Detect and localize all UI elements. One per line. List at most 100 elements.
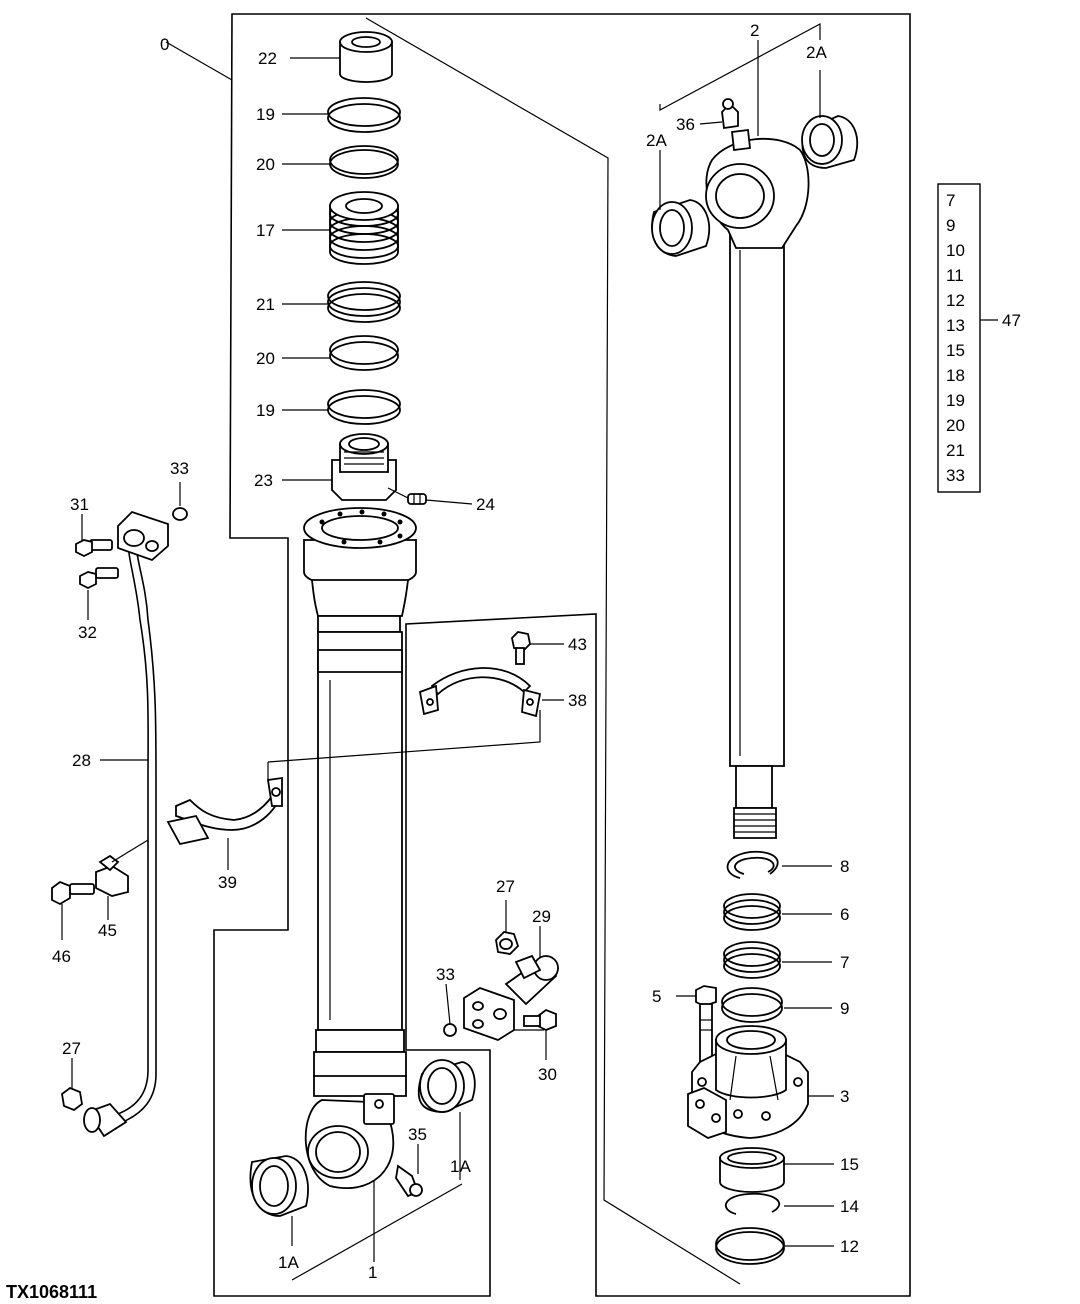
callout-2A: 2A [806,43,827,62]
part-2A-bushing-right [801,115,859,169]
part-14-snap-ring [725,1192,834,1215]
seal-kit-box [937,183,998,493]
part-6-seal [723,893,832,931]
part-36-grease-fitting [699,98,739,130]
part-2-rod [705,40,810,839]
callout-32: 32 [78,623,97,642]
callout-19: 19 [256,105,275,124]
part-32-bolt [79,567,119,620]
callout-2: 2 [750,21,759,40]
part-3-rod-cover [687,1025,834,1139]
callout-46: 46 [52,947,71,966]
part-39-clamp [166,710,541,870]
callout-33: 33 [170,459,189,478]
callout-9: 9 [840,999,849,1018]
seal-kit-item: 19 [946,391,965,410]
seal-kit-item: 11 [946,266,964,285]
callout-27: 27 [62,1039,81,1058]
callout-14: 14 [840,1197,859,1216]
rod-assembly-leader [365,17,741,1285]
callout-21: 21 [256,295,275,314]
callout-12: 12 [840,1237,859,1256]
part-38-clamp [418,667,564,718]
assembly-boundary [165,13,911,1297]
part-27-nut-right [495,900,520,955]
callout-36: 36 [676,115,695,134]
part-17-piston [282,191,399,265]
callout-0: 0 [160,35,169,54]
callout-1A: 1A [278,1253,299,1272]
part-33-o-ring-block [443,983,457,1037]
bracket-1A [291,1183,463,1281]
part-45-clip [95,839,149,920]
callout-8: 8 [840,857,849,876]
seal-kit-item: 33 [946,466,965,485]
part-46-bolt [51,880,95,940]
part-2A-bushing-left [651,199,711,257]
part-7-seal [723,941,832,979]
part-20-ring-upper [282,145,399,179]
seal-kit-item: 12 [946,291,965,310]
callout-17: 17 [256,221,275,240]
seal-kit-item: 18 [946,366,965,385]
part-22-bushing [290,31,393,83]
seal-kit-item: 20 [946,416,965,435]
callout-19: 19 [256,401,275,420]
part-35-grease-fitting [395,1144,423,1198]
part-19-ring-upper [282,97,401,133]
callout-5: 5 [652,987,661,1006]
part-21-ring [282,281,401,323]
callout-38: 38 [568,691,587,710]
part-1A-bushing-right [417,1059,476,1180]
callout-7: 7 [840,953,849,972]
part-31-bolt [75,514,113,558]
part-33-o-ring-top [172,482,188,521]
seal-kit-item: 21 [946,441,965,460]
piston-seal-stack [282,31,473,505]
part-19-ring-lower [282,389,401,425]
seal-kit-item: 7 [946,191,955,210]
bracket-2A [659,22,821,210]
part-20-ring-lower [282,335,399,371]
part-24-set-screw [387,487,473,505]
part-15-bushing [719,1147,834,1193]
seal-kit-item: 10 [946,241,965,260]
callout-3: 3 [840,1087,849,1106]
callout-28: 28 [72,751,91,770]
part-27-nut-left [61,1058,83,1112]
seal-kit-number: 47 [1002,311,1021,330]
callout-31: 31 [70,495,89,514]
callout-1: 1 [368,1263,377,1282]
callout-29: 29 [532,907,551,926]
part-8-snap-ring [726,850,832,879]
callout-43: 43 [568,635,587,654]
callout-20: 20 [256,349,275,368]
part-29-fitting [504,926,559,1006]
part-23-nut [282,433,397,501]
figure-reference: TX1068111 [6,1282,97,1302]
callout-20: 20 [256,155,275,174]
callout-24: 24 [476,495,495,514]
seal-kit-item: 9 [946,216,955,235]
part-30-bolt [514,1008,557,1060]
callout-15: 15 [840,1155,859,1174]
callout-33: 33 [436,965,455,984]
callout-45: 45 [98,921,117,940]
part-block-flange [463,987,515,1041]
part-12-ring [715,1227,834,1265]
callout-30: 30 [538,1065,557,1084]
callout-2A: 2A [646,131,667,150]
callout-23: 23 [254,471,273,490]
part-9-ring [721,987,832,1023]
part-1A-bushing-left [249,1155,309,1246]
callout-labels: 0 22 19 20 17 21 20 19 23 24 33 31 32 28… [52,21,859,1282]
part-1-cylinder-tube [303,507,417,1262]
seal-kit-item: 15 [946,341,965,360]
callout-22: 22 [258,49,277,68]
callout-35: 35 [408,1125,427,1144]
seal-kit-item: 13 [946,316,965,335]
part-28-pipe [83,510,169,1138]
callout-6: 6 [840,905,849,924]
callout-1A: 1A [450,1157,471,1176]
seal-kit-list: 7 9 10 11 12 13 15 18 19 20 21 33 47 [946,191,1021,485]
